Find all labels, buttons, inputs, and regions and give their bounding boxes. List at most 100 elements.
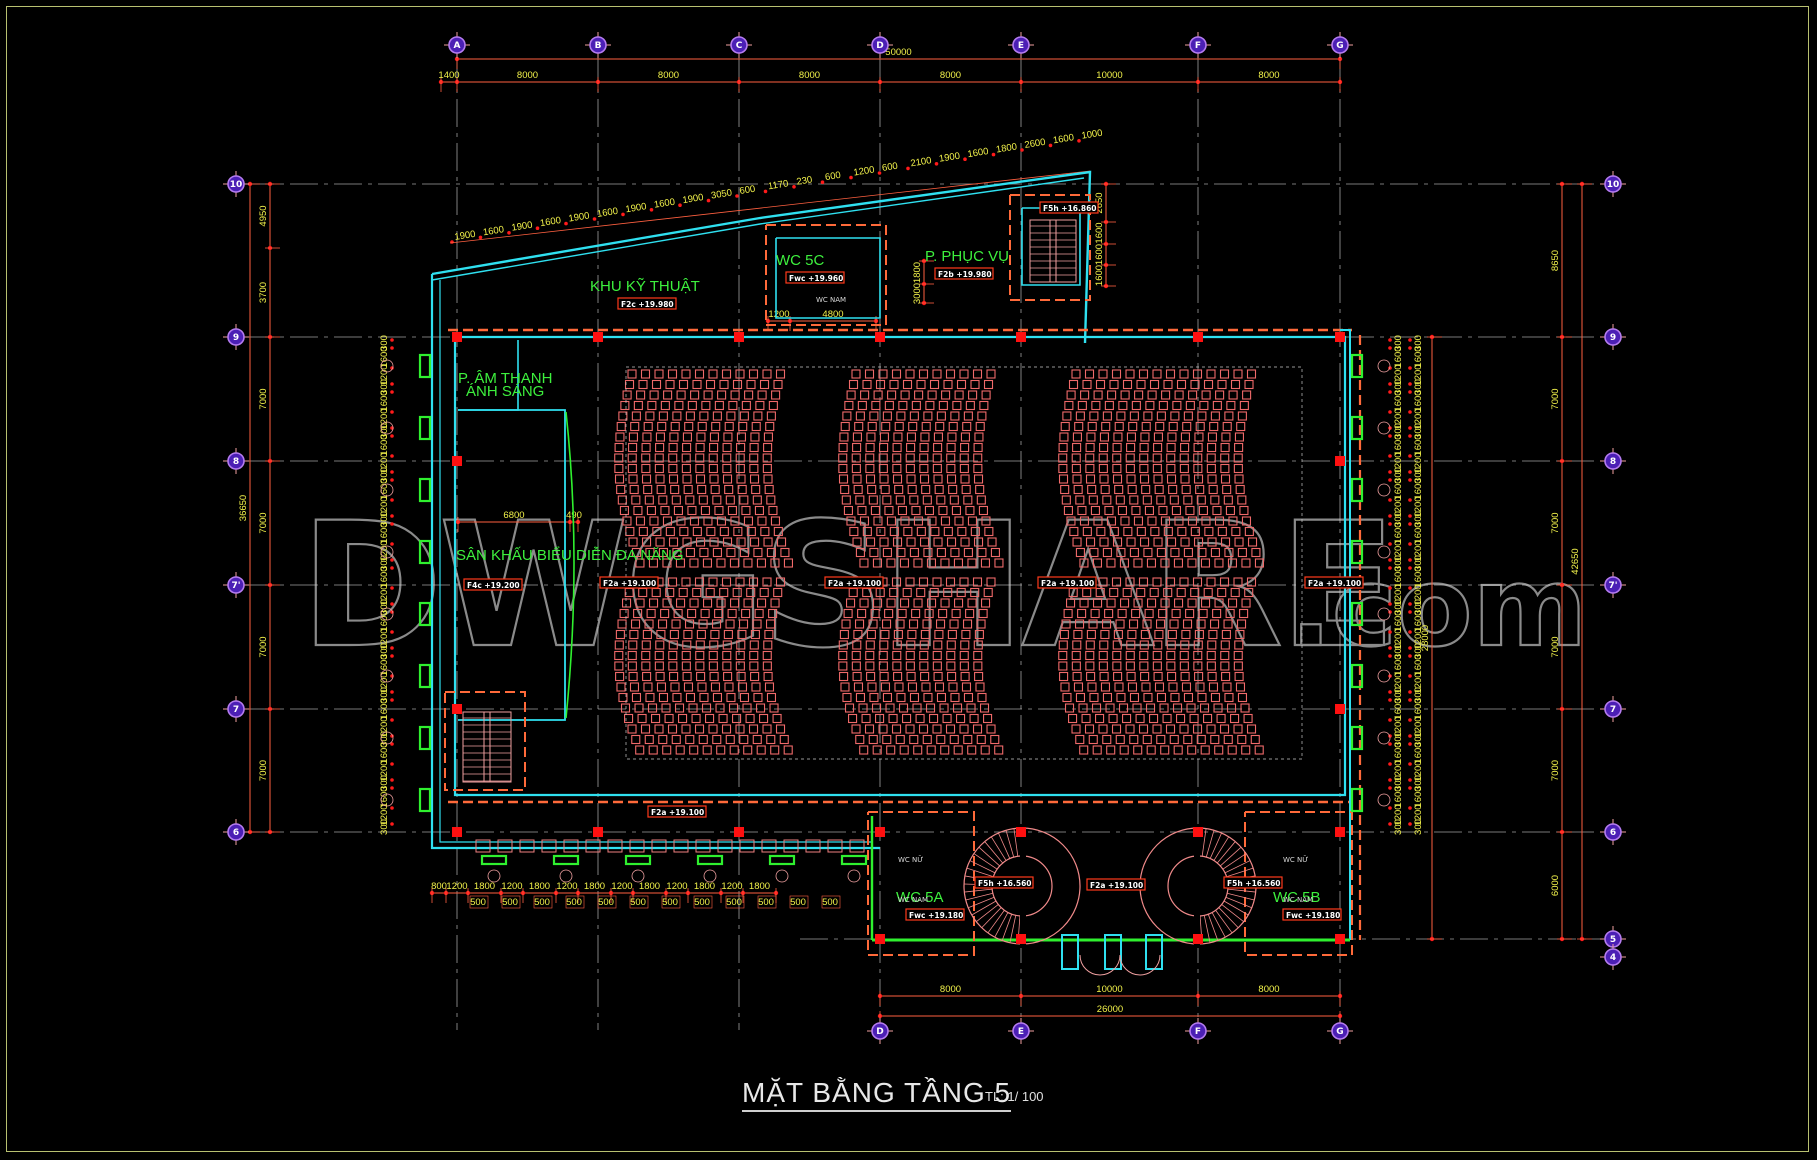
svg-text:1200: 1200 — [1393, 364, 1404, 385]
svg-text:A: A — [454, 41, 461, 51]
svg-text:300: 300 — [1393, 599, 1404, 615]
svg-text:1600: 1600 — [1413, 434, 1424, 455]
svg-text:500: 500 — [662, 897, 678, 908]
svg-text:7': 7' — [231, 581, 240, 591]
svg-text:300: 300 — [379, 423, 390, 439]
svg-text:300: 300 — [1393, 687, 1404, 703]
grid-bubble — [227, 452, 245, 470]
room-label: WC 5A — [896, 889, 944, 906]
svg-text:300: 300 — [379, 555, 390, 571]
grid-bubble — [227, 823, 245, 841]
svg-text:1600: 1600 — [1393, 566, 1404, 587]
svg-text:28000: 28000 — [1420, 625, 1431, 651]
svg-text:1200: 1200 — [379, 804, 390, 825]
svg-text:1600: 1600 — [1413, 654, 1424, 675]
svg-text:10000: 10000 — [1096, 70, 1122, 81]
svg-text:500: 500 — [502, 897, 518, 908]
svg-text:300: 300 — [379, 467, 390, 483]
svg-text:B: B — [595, 41, 602, 51]
walls — [380, 170, 1391, 976]
svg-text:8000: 8000 — [658, 70, 679, 81]
svg-text:F: F — [1195, 1027, 1201, 1037]
svg-text:8650: 8650 — [1550, 250, 1561, 271]
svg-text:1200: 1200 — [1413, 716, 1424, 737]
svg-text:1600: 1600 — [1393, 654, 1404, 675]
level-tag — [974, 876, 1034, 889]
svg-text:1600: 1600 — [1393, 390, 1404, 411]
svg-text:1200: 1200 — [1413, 408, 1424, 429]
svg-text:6800: 6800 — [503, 510, 524, 521]
svg-text:300: 300 — [1393, 511, 1404, 527]
svg-text:1600: 1600 — [1413, 610, 1424, 631]
svg-text:1200: 1200 — [379, 364, 390, 385]
svg-text:F2a +19.100: F2a +19.100 — [603, 579, 656, 588]
svg-text:Fwc +19.960: Fwc +19.960 — [789, 274, 843, 283]
svg-text:8000: 8000 — [940, 984, 961, 995]
svg-text:1600: 1600 — [1094, 244, 1105, 265]
svg-text:300: 300 — [379, 379, 390, 395]
svg-text:7: 7 — [233, 705, 239, 715]
room-label: WC 5C — [776, 252, 825, 269]
svg-text:1900: 1900 — [568, 210, 591, 224]
svg-text:1800: 1800 — [474, 881, 495, 892]
svg-text:F2a +19.100: F2a +19.100 — [1041, 579, 1094, 588]
svg-text:E: E — [1018, 41, 1024, 51]
grid-bubble — [589, 36, 607, 54]
svg-text:500: 500 — [598, 897, 614, 908]
drawing-frame — [6, 6, 1809, 1152]
svg-text:1200: 1200 — [379, 672, 390, 693]
svg-text:E: E — [1018, 1027, 1024, 1037]
svg-text:300: 300 — [1413, 467, 1424, 483]
svg-text:7000: 7000 — [1550, 760, 1561, 781]
svg-text:500: 500 — [758, 897, 774, 908]
grid-bubble — [871, 36, 889, 54]
svg-text:1200: 1200 — [1393, 496, 1404, 517]
svg-text:1200: 1200 — [501, 881, 522, 892]
room-label: P. ÂM THANH — [458, 370, 552, 387]
svg-text:1600: 1600 — [379, 434, 390, 455]
svg-text:8000: 8000 — [1258, 70, 1279, 81]
svg-text:1200: 1200 — [1393, 716, 1404, 737]
grid-bubble — [1604, 700, 1622, 718]
svg-text:F5h +16.560: F5h +16.560 — [1227, 879, 1281, 888]
svg-text:7000: 7000 — [258, 636, 269, 657]
svg-text:1170: 1170 — [767, 178, 789, 192]
svg-text:1600: 1600 — [1393, 786, 1404, 807]
room-label: KHU KỸ THUẬT — [590, 278, 700, 295]
svg-text:1600: 1600 — [1393, 698, 1404, 719]
svg-text:7000: 7000 — [258, 760, 269, 781]
svg-text:1600: 1600 — [379, 346, 390, 367]
svg-text:1600: 1600 — [1413, 390, 1424, 411]
svg-text:1200: 1200 — [1393, 672, 1404, 693]
svg-text:500: 500 — [694, 897, 710, 908]
room-label: ÁNH SÁNG — [466, 383, 544, 400]
svg-text:1600: 1600 — [1393, 346, 1404, 367]
level-tag — [1086, 878, 1146, 891]
svg-text:500: 500 — [790, 897, 806, 908]
svg-text:1600: 1600 — [1413, 742, 1424, 763]
svg-text:1600: 1600 — [1413, 478, 1424, 499]
grid-bubble — [1604, 576, 1622, 594]
grid-bubble — [1331, 36, 1349, 54]
svg-text:2100: 2100 — [910, 155, 933, 169]
svg-text:1200: 1200 — [853, 164, 876, 178]
svg-text:36650: 36650 — [238, 495, 249, 521]
level-tag — [824, 576, 884, 589]
svg-text:1900: 1900 — [938, 151, 961, 165]
svg-text:500: 500 — [630, 897, 646, 908]
level-tag — [1037, 576, 1097, 589]
svg-text:1600: 1600 — [1413, 346, 1424, 367]
svg-text:1600: 1600 — [379, 742, 390, 763]
level-tag — [1304, 576, 1364, 589]
sub-room-label: WC NAM — [1283, 896, 1313, 904]
svg-text:F2a +19.100: F2a +19.100 — [651, 808, 704, 817]
grid-bubble — [1604, 175, 1622, 193]
svg-text:1800: 1800 — [639, 881, 660, 892]
svg-text:5: 5 — [1610, 935, 1616, 945]
svg-text:300: 300 — [1413, 335, 1424, 351]
svg-text:1600: 1600 — [1393, 610, 1404, 631]
svg-text:F5h +16.860: F5h +16.860 — [1043, 204, 1097, 213]
